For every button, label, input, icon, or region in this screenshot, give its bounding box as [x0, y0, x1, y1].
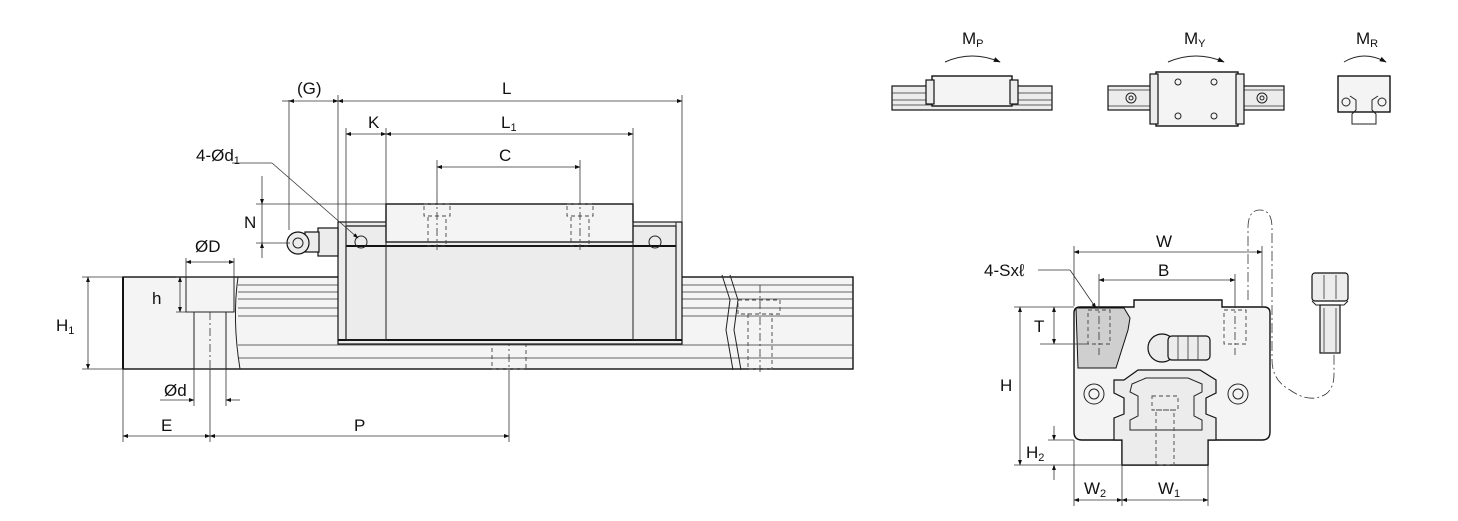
- dim-label-h2: H2: [1026, 443, 1044, 464]
- dim-label-l1: L1: [501, 113, 517, 134]
- dim-label-small-d: Ød: [164, 381, 187, 400]
- dim-label-h: h: [152, 289, 161, 308]
- dim-label-b: B: [1158, 261, 1169, 280]
- moment-label-mr: MR: [1356, 29, 1378, 50]
- moment-yaw-view: MY: [1107, 29, 1285, 127]
- dim-label-h1: H1: [56, 316, 74, 337]
- dim-label-g: (G): [297, 79, 322, 98]
- dim-label-p: P: [354, 416, 365, 435]
- dim-label-k: K: [368, 113, 380, 132]
- break-line: [721, 274, 734, 371]
- end-view: W B 4-Sxℓ T H H2 W2 W1: [984, 209, 1349, 506]
- dim-label-l: L: [502, 79, 511, 98]
- socket-head-bolt: [1311, 272, 1349, 354]
- carriage: [337, 203, 683, 345]
- dim-label-s: 4-Sxℓ: [984, 261, 1025, 280]
- dim-label-d1: 4-Ød1: [196, 146, 240, 167]
- moment-label-mp: MP: [962, 29, 984, 50]
- break-line: [729, 274, 742, 371]
- moment-label-my: MY: [1184, 29, 1206, 50]
- side-view: (G) L K L1 4-Ød1 C N ØD h H1 Ød E P: [56, 79, 854, 442]
- dim-label-big-h: H: [1000, 376, 1012, 395]
- carriage-tapped-holes: [423, 196, 594, 250]
- moment-roll-view: MR: [1337, 29, 1391, 125]
- dim-label-w1: W1: [1158, 479, 1180, 500]
- dim-label-t: T: [1034, 317, 1044, 336]
- dim-label-c: C: [499, 146, 511, 165]
- rail-hidden-hole: [737, 285, 781, 372]
- dim-label-big-d: ØD: [195, 237, 221, 256]
- dim-label-w: W: [1156, 232, 1172, 251]
- dim-label-n: N: [244, 213, 256, 232]
- dim-label-w2: W2: [1084, 479, 1106, 500]
- grease-nipple: [286, 227, 339, 257]
- moment-pitch-view: MP: [891, 29, 1053, 111]
- dim-label-e: E: [161, 416, 172, 435]
